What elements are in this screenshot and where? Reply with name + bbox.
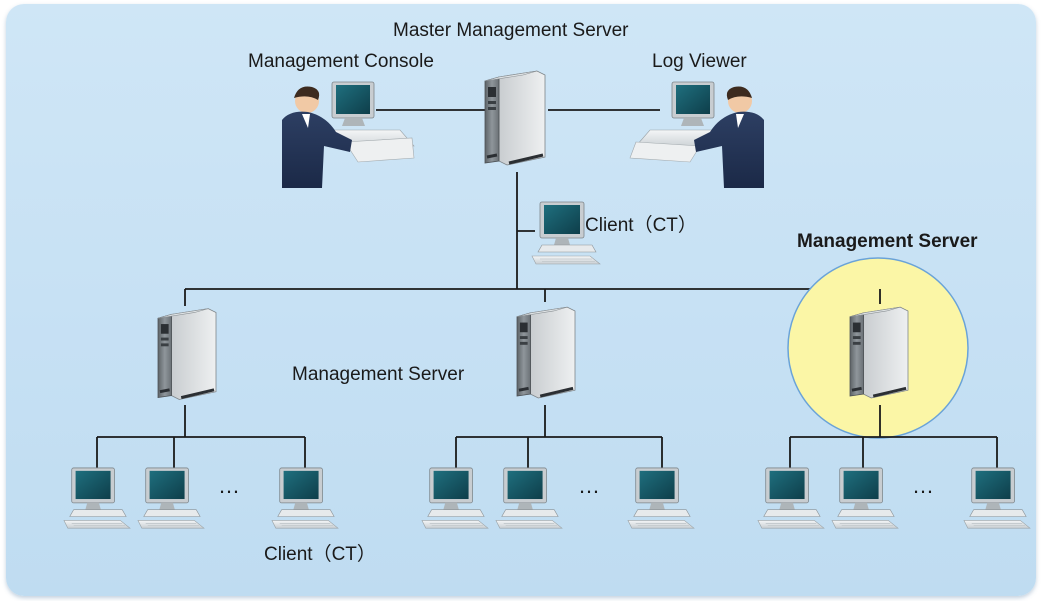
master-server-icon [483,69,547,167]
connection-lines [96,109,881,468]
client-pc-g3-1-icon [757,467,825,529]
client-pc-g1-2-icon [137,467,205,529]
client-ct-bottom-label: Client（CT） [264,544,376,565]
ellipsis-group3: … [912,473,934,498]
log-viewer-operator-icon [629,81,764,188]
log-viewer-label: Log Viewer [652,51,747,72]
management-console-label: Management Console [248,51,434,72]
management-server-mid-label: Management Server [292,364,465,385]
client-pc-g3-3-icon [963,467,1031,529]
client-pc-g1-1-icon [63,467,131,529]
ellipsis-group2: … [578,473,600,498]
management-server-2-icon [515,305,577,400]
management-server-highlight-label: Management Server [797,231,978,252]
client-pc-g2-3-icon [627,467,695,529]
management-server-3-icon [848,305,910,400]
client-pc-g2-2-icon [495,467,563,529]
connection-lines-group3 [789,289,998,468]
management-server-1-icon [156,307,218,402]
client-pc-g3-2-icon [831,467,899,529]
client-pc-g1-3-icon [271,467,339,529]
client-ct-top-label: Client（CT） [585,215,697,236]
management-console-operator-icon [282,81,415,188]
client-pc-g2-1-icon [421,467,489,529]
ellipsis-group1: … [218,473,240,498]
master-server-label: Master Management Server [393,20,629,41]
